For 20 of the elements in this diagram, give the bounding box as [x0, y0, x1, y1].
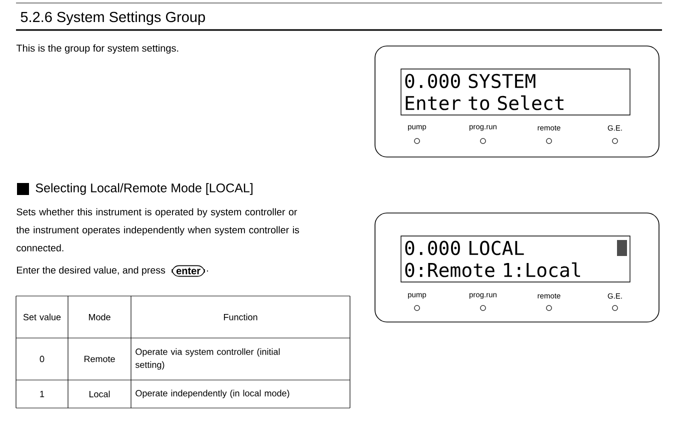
lcd-display: 0.000 LOCAL 0:Remote 1:Local — [400, 236, 630, 282]
instruction-text: Enter the desired value, and press — [17, 266, 166, 276]
section-heading: Selecting Local/Remote Mode [LOCAL] — [36, 183, 252, 195]
table-entry: Operate independently (in local mode) — [136, 390, 290, 398]
column-header: Mode — [89, 314, 110, 320]
table-entry: Remote — [84, 356, 115, 362]
description-text: Sets whether this instrument is operated by system controller or the instrument operates independently when system controller is connected. — [16, 208, 300, 252]
section-title: 5.2.6 System Settings Group — [20, 12, 205, 25]
intro-text: This is the group for system settings. — [16, 44, 178, 54]
table-entry: 1 — [40, 390, 44, 398]
table-entry: Local — [90, 390, 110, 398]
column-header: Function — [224, 314, 258, 320]
table-entry: Operate via system controller (initial setting) — [135, 348, 280, 370]
control-panel — [374, 46, 660, 158]
table-entry: 0 — [40, 356, 44, 362]
control-panel — [374, 212, 660, 322]
lcd-display: 0.000 SYSTEM Enter to Select — [400, 68, 630, 116]
enter-key: enter — [172, 265, 205, 277]
period: . — [207, 270, 208, 272]
column-header: Set value — [23, 314, 61, 320]
